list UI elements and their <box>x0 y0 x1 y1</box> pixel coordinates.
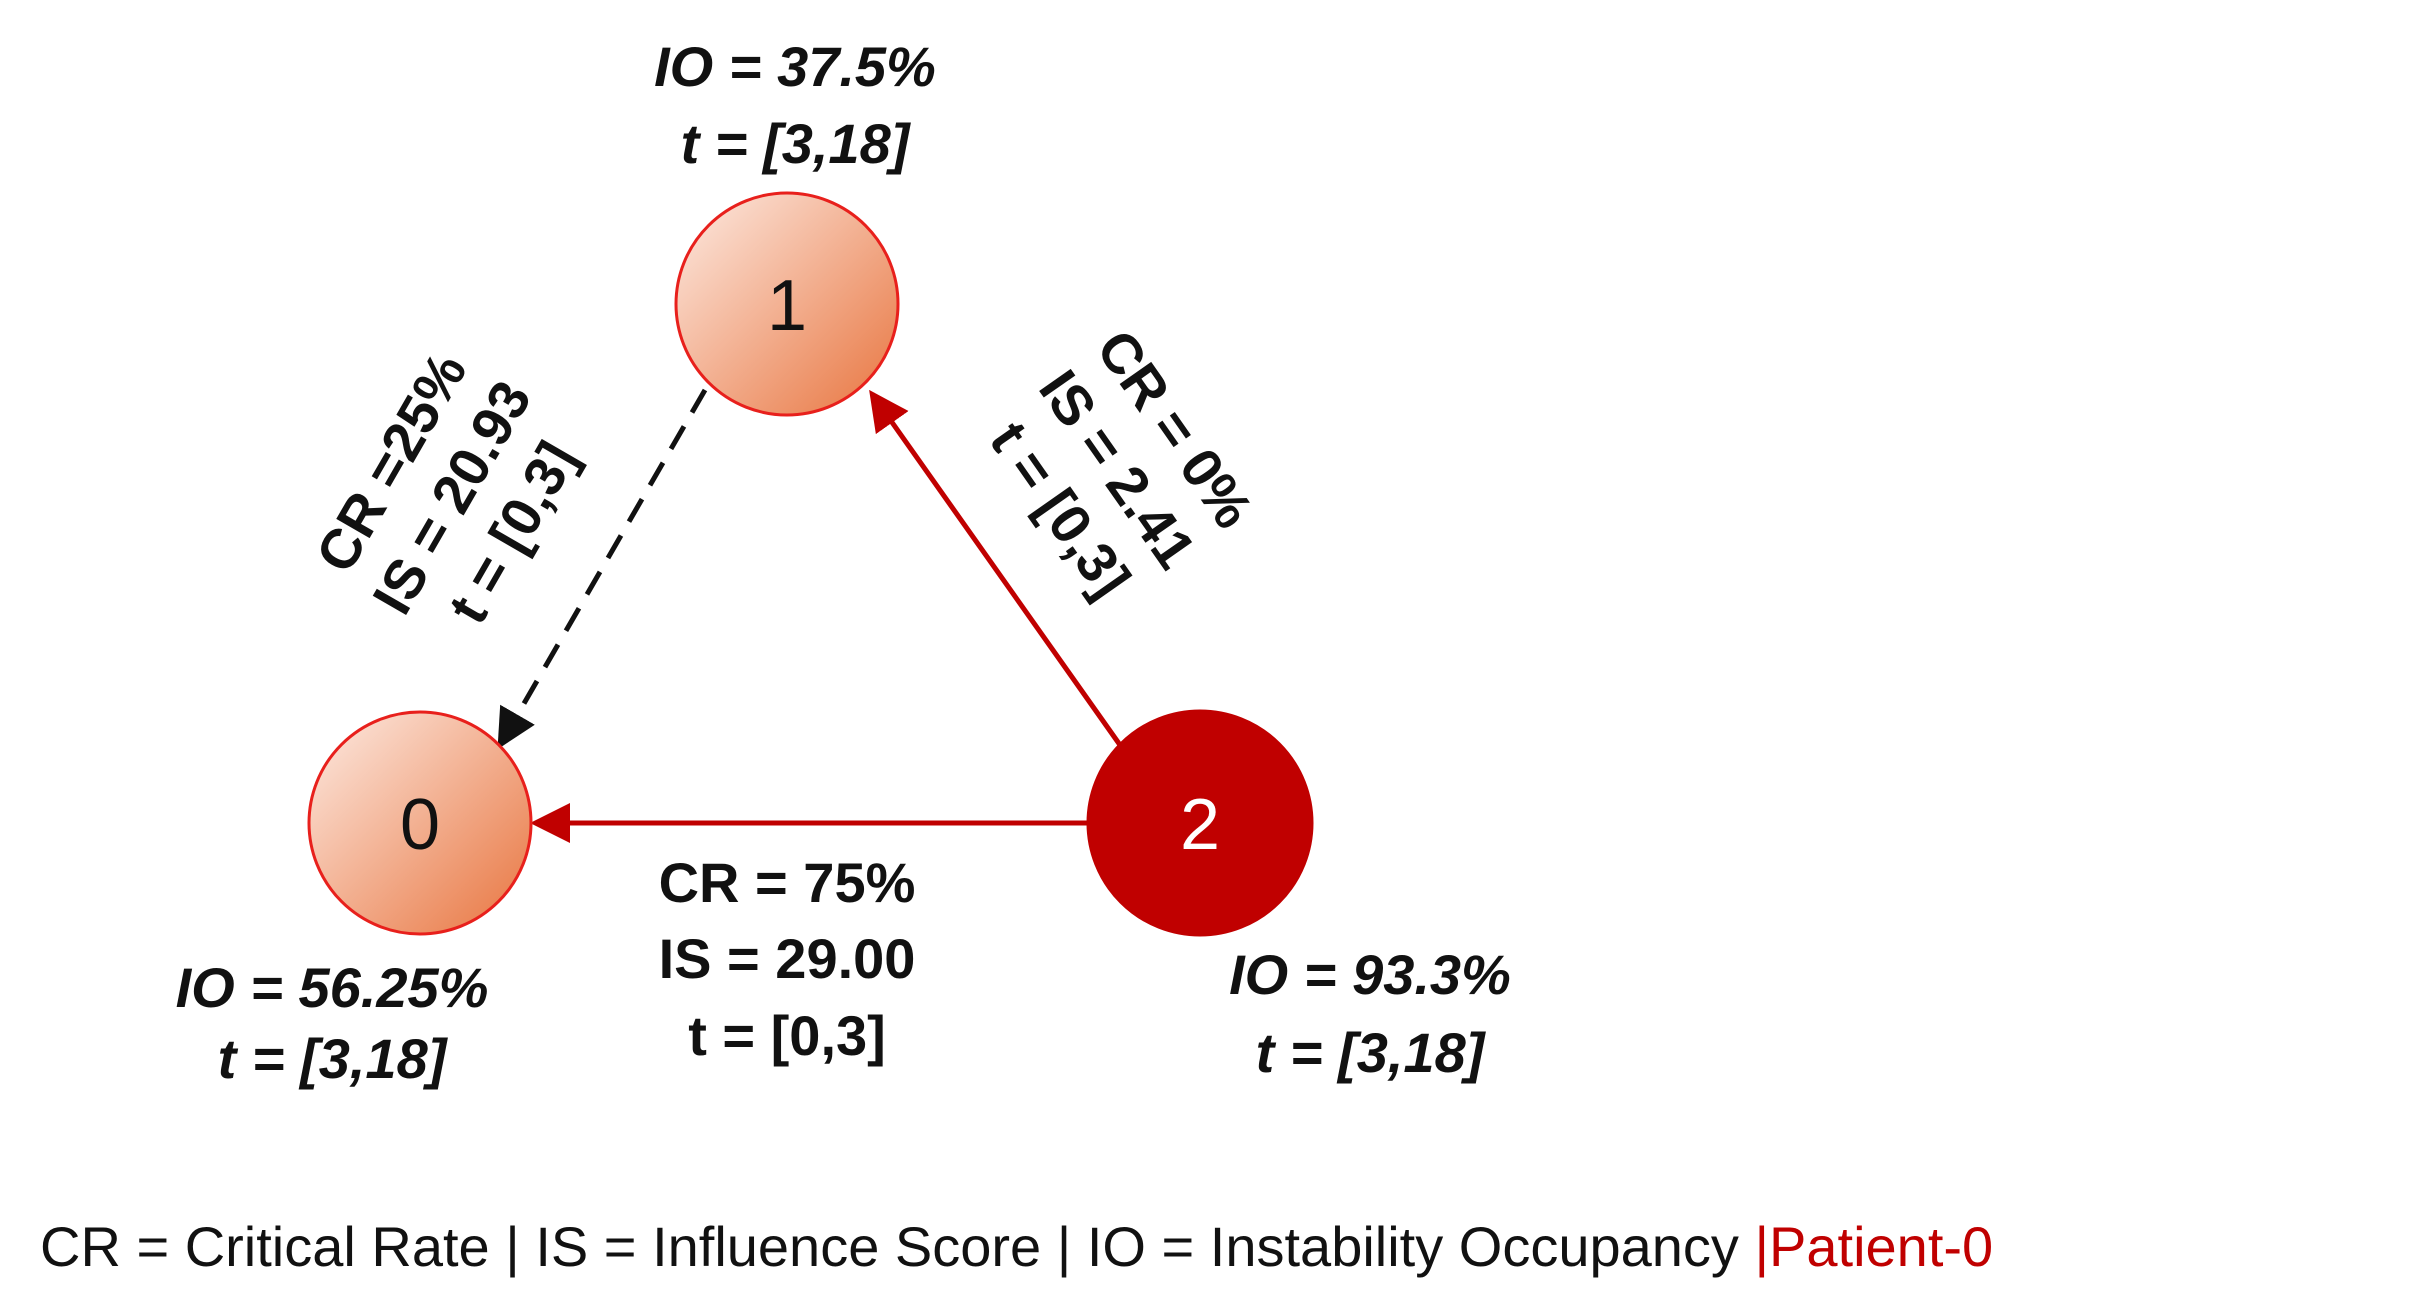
edge-2-to-0-cr: CR = 75% <box>659 851 916 914</box>
node-0-label: 0 <box>400 785 440 865</box>
legend-patient-zero: |Patient-0 <box>1754 1215 1993 1278</box>
edge-2-to-1-label: CR = 0% IS = 2.41 t = [0,3] <box>978 318 1266 608</box>
edge-2-to-0-is: IS = 29.00 <box>659 927 916 990</box>
edge-2-to-0-t: t = [0,3] <box>688 1004 886 1067</box>
node-2-time: t = [3,18] <box>1256 1021 1487 1084</box>
edge-1-to-0-label: CR =25% IS = 20.93 t = [0,3] <box>303 342 589 634</box>
node-0-io: IO = 56.25% <box>176 956 489 1019</box>
edge-2-to-1 <box>869 389 1123 747</box>
legend: CR = Critical Rate | IS = Influence Scor… <box>40 1215 1993 1278</box>
node-2-label: 2 <box>1180 785 1220 865</box>
node-0-time: t = [3,18] <box>218 1027 449 1090</box>
node-2-io: IO = 93.3% <box>1229 943 1511 1006</box>
node-1: 1 <box>674 191 900 417</box>
node-1-label: 1 <box>767 266 807 346</box>
edge-1-to-0 <box>497 388 708 750</box>
legend-definitions: CR = Critical Rate | IS = Influence Scor… <box>40 1215 1754 1278</box>
node-0: 0 <box>307 710 533 936</box>
node-1-time: t = [3,18] <box>681 112 912 175</box>
node-2-patient-zero: 2 <box>1086 709 1314 937</box>
node-1-io: IO = 37.5% <box>654 35 936 98</box>
